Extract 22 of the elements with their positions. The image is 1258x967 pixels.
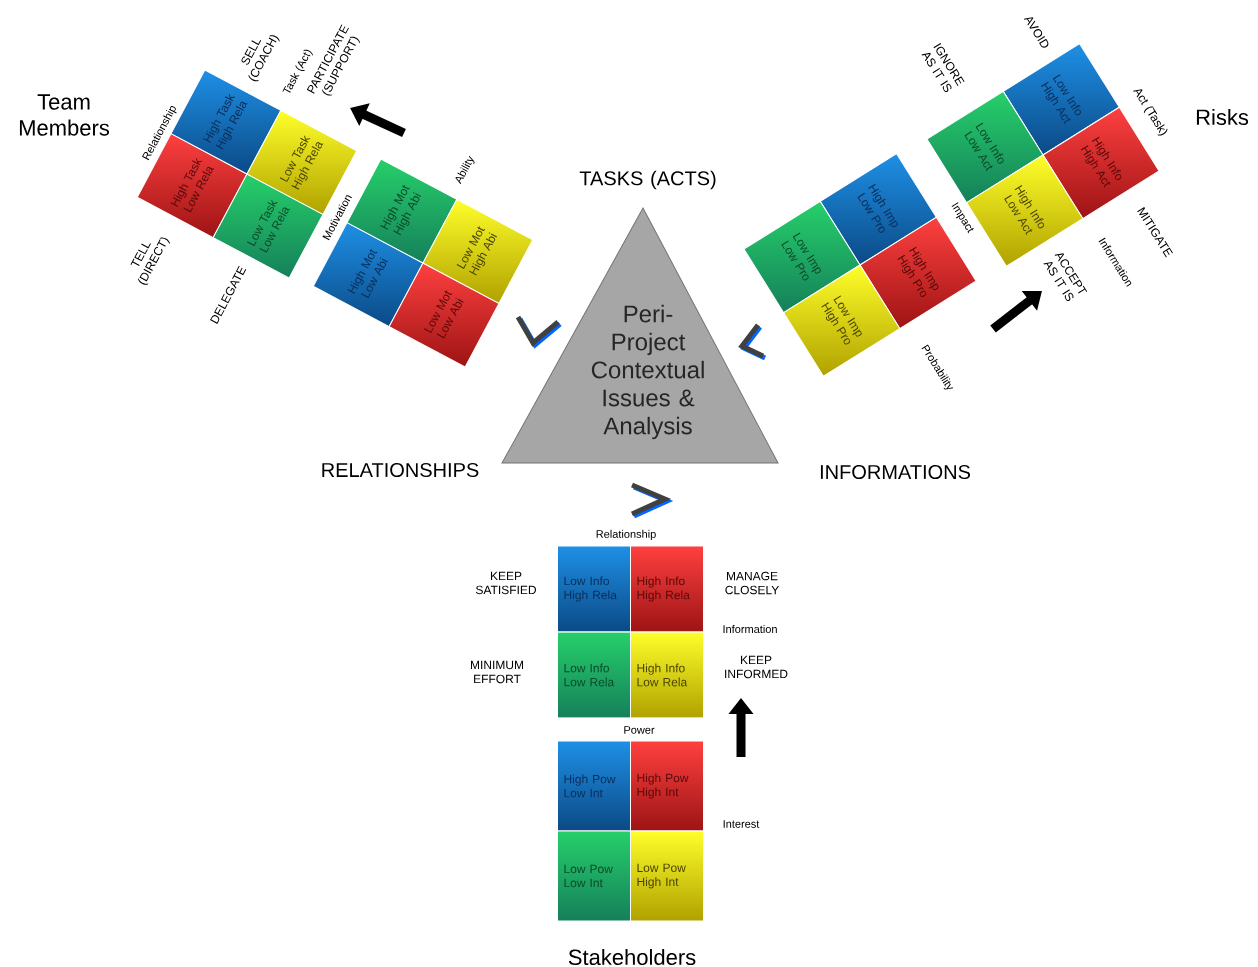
matrix-cell: Low Info High Rela <box>557 545 631 633</box>
strategy-label: MANAGE CLOSELY <box>725 571 779 595</box>
panel-title: Stakeholders <box>568 948 696 966</box>
matrix-cell: High Info High Rela <box>630 545 704 633</box>
strategy-label: KEEP INFORMED <box>725 655 788 679</box>
panel-title: Risks <box>1196 108 1249 126</box>
category-label: INFORMATIONS <box>820 464 971 480</box>
strategy-label: MINIMUM EFFORT <box>471 660 523 684</box>
matrix-cell: Low Pow High Int <box>630 830 704 922</box>
matrix-cell: High Info Low Rela <box>630 631 704 719</box>
category-label: RELATIONSHIPS <box>322 462 479 478</box>
matrix-cell: High Pow High Int <box>630 740 704 832</box>
axis-label: Interest <box>723 820 760 828</box>
strategy-label: KEEP SATISFIED <box>476 571 536 595</box>
panel-title: Team Members <box>19 94 110 136</box>
matrix-cell: Low Pow Low Int <box>557 830 631 922</box>
axis-label: Information <box>723 624 777 634</box>
category-label: TASKS (ACTS) <box>579 170 716 190</box>
matrix-cell: Low Info Low Rela <box>557 631 631 719</box>
axis-label: Relationship <box>596 529 656 541</box>
matrix-cell: High Pow Low Int <box>557 740 631 832</box>
axis-label: Power <box>624 726 655 734</box>
